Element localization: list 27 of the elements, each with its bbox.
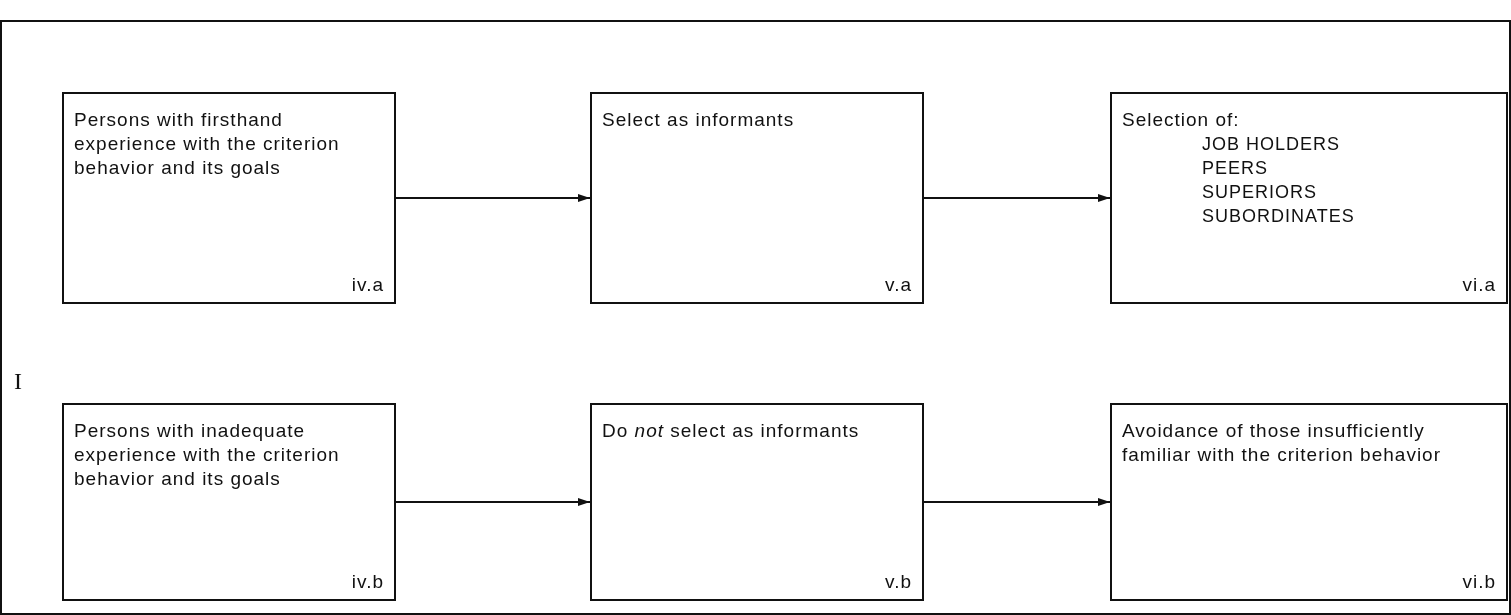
box-text: Do not select as informants	[602, 419, 861, 443]
box-code: vi.b	[1462, 571, 1496, 593]
section-numeral: I	[14, 368, 22, 395]
arrow	[923, 498, 1111, 506]
box-code: iv.a	[351, 274, 384, 296]
process-box	[1110, 92, 1508, 304]
process-box	[62, 403, 396, 601]
list-item: SUPERIORS	[1202, 181, 1319, 204]
box-text: Persons with firsthand experience with the criterion behavior and its goals	[74, 108, 341, 180]
box-text: Avoidance of those insufficiently familiar with the criterion behavior	[1122, 419, 1442, 467]
arrow	[395, 498, 591, 506]
arrow	[395, 194, 591, 202]
box-code: v.b	[885, 571, 912, 593]
box-code: iv.b	[351, 571, 384, 593]
box-text: Selection of:	[1122, 108, 1241, 132]
process-box	[62, 92, 396, 304]
arrow	[923, 194, 1111, 202]
box-code: v.a	[885, 274, 912, 296]
list-item: PEERS	[1202, 157, 1270, 180]
box-code: vi.a	[1462, 274, 1496, 296]
process-box	[590, 92, 924, 304]
box-text: Select as informants	[602, 108, 796, 132]
process-box	[1110, 403, 1508, 601]
process-box	[590, 403, 924, 601]
box-text: Persons with inadequate experience with the criterion behavior and its goals	[74, 419, 341, 491]
list-item: JOB HOLDERS	[1202, 133, 1342, 156]
list-item: SUBORDINATES	[1202, 205, 1356, 228]
